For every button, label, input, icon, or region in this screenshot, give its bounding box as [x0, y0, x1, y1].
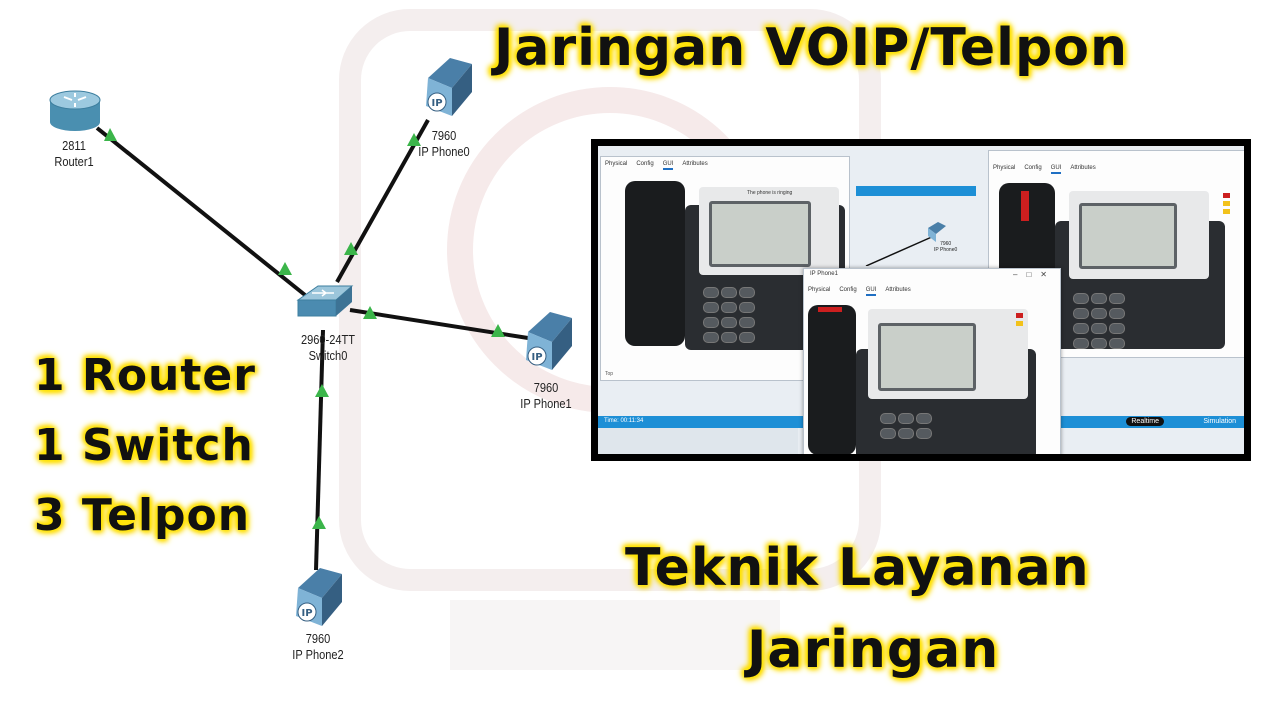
- tab-gui[interactable]: GUI: [1050, 165, 1062, 174]
- port-indicator: [407, 133, 421, 146]
- tab-attributes[interactable]: Attributes: [885, 287, 911, 293]
- window-title: IP Phone1: [810, 271, 838, 277]
- ip-phone-icon: IP: [426, 58, 472, 116]
- phone1-label[interactable]: 7960 IP Phone1: [520, 380, 572, 411]
- phone-keypad[interactable]: [703, 287, 755, 343]
- red-handset-indicator: [1021, 191, 1029, 221]
- tab-gui[interactable]: GUI: [662, 161, 674, 170]
- time-display: Time: 00:11:34: [604, 418, 644, 424]
- mini-phone-label: 7960 IP Phone0: [934, 241, 958, 253]
- tab-bar: Physical Config GUI Attributes: [605, 161, 708, 170]
- top-label: Top: [605, 371, 614, 377]
- window-controls[interactable]: –□✕: [1013, 270, 1056, 279]
- ip-phone-icon: IP: [296, 568, 342, 626]
- tab-gui[interactable]: GUI: [865, 287, 877, 296]
- tab-attributes[interactable]: Attributes: [682, 161, 708, 167]
- status-light: [1016, 313, 1023, 318]
- router-icon: [49, 90, 101, 131]
- phone2-label[interactable]: 7960 IP Phone2: [292, 631, 344, 662]
- port-indicator: [363, 306, 377, 319]
- tab-bar: Physical Config GUI Attributes: [808, 287, 911, 296]
- status-light: [1223, 193, 1230, 198]
- tab-bar: Physical Config GUI Attributes: [993, 165, 1096, 174]
- tab-physical[interactable]: Physical: [605, 161, 628, 167]
- router-label[interactable]: 2811 Router1: [54, 138, 94, 169]
- simulation-button[interactable]: Simulation: [1203, 418, 1236, 425]
- red-handset-indicator: [818, 307, 842, 312]
- network-topology: IP IP IP: [49, 58, 572, 626]
- count-switch: 1 Switch: [34, 420, 254, 471]
- packet-tracer-screenshot: Physical Config GUI Attributes The phone…: [591, 139, 1251, 461]
- tab-config[interactable]: Config: [636, 161, 654, 167]
- subtitle-line-1: Teknik Layanan: [625, 538, 1090, 598]
- tab-config[interactable]: Config: [1024, 165, 1042, 171]
- port-indicator: [491, 324, 505, 337]
- switch-icon: [296, 285, 354, 317]
- phone-handset: [808, 305, 856, 454]
- phone-keypad[interactable]: [1073, 293, 1125, 349]
- count-router: 1 Router: [34, 350, 256, 401]
- svg-text:IP: IP: [301, 608, 312, 619]
- svg-text:IP: IP: [531, 352, 542, 363]
- subtitle-line-2: Jaringan: [747, 620, 1000, 680]
- status-light: [1016, 321, 1023, 326]
- realtime-button[interactable]: Realtime: [1126, 417, 1164, 426]
- svg-text:IP: IP: [431, 98, 442, 109]
- phone0-label[interactable]: 7960 IP Phone0: [418, 128, 470, 159]
- ip-phone-icon: IP: [526, 312, 572, 370]
- phone-screen: [709, 201, 811, 267]
- switch-label[interactable]: 2960-24TT Switch0: [300, 332, 356, 363]
- tab-config[interactable]: Config: [839, 287, 857, 293]
- link-switch-phone2: [314, 329, 325, 571]
- phone-keypad[interactable]: [880, 413, 932, 439]
- port-indicator: [315, 384, 329, 397]
- phone-handset: [625, 181, 685, 346]
- ip-phone1-window: IP Phone1 –□✕ Physical Config GUI Attrib…: [803, 268, 1061, 454]
- status-light: [1223, 201, 1230, 206]
- port-indicator: [104, 128, 117, 141]
- ip-phone-window-right: Physical Config GUI Attributes: [988, 150, 1244, 358]
- ringing-text: The phone is ringing: [747, 190, 793, 196]
- port-indicator: [312, 516, 326, 529]
- mini-topology: [865, 222, 946, 266]
- tab-physical[interactable]: Physical: [993, 165, 1016, 171]
- phone-screen: [1079, 203, 1177, 269]
- tab-attributes[interactable]: Attributes: [1070, 165, 1096, 171]
- device-toolbar[interactable]: [598, 428, 798, 454]
- canvas-toolbar: [856, 186, 976, 196]
- link-router-switch: [95, 126, 307, 297]
- phone-screen: [878, 323, 976, 391]
- tab-physical[interactable]: Physical: [808, 287, 831, 293]
- port-indicator: [344, 242, 358, 255]
- status-light: [1223, 209, 1230, 214]
- page-title: Jaringan VOIP/Telpon: [494, 18, 1128, 78]
- count-phone: 3 Telpon: [34, 490, 251, 541]
- port-indicator: [278, 262, 292, 275]
